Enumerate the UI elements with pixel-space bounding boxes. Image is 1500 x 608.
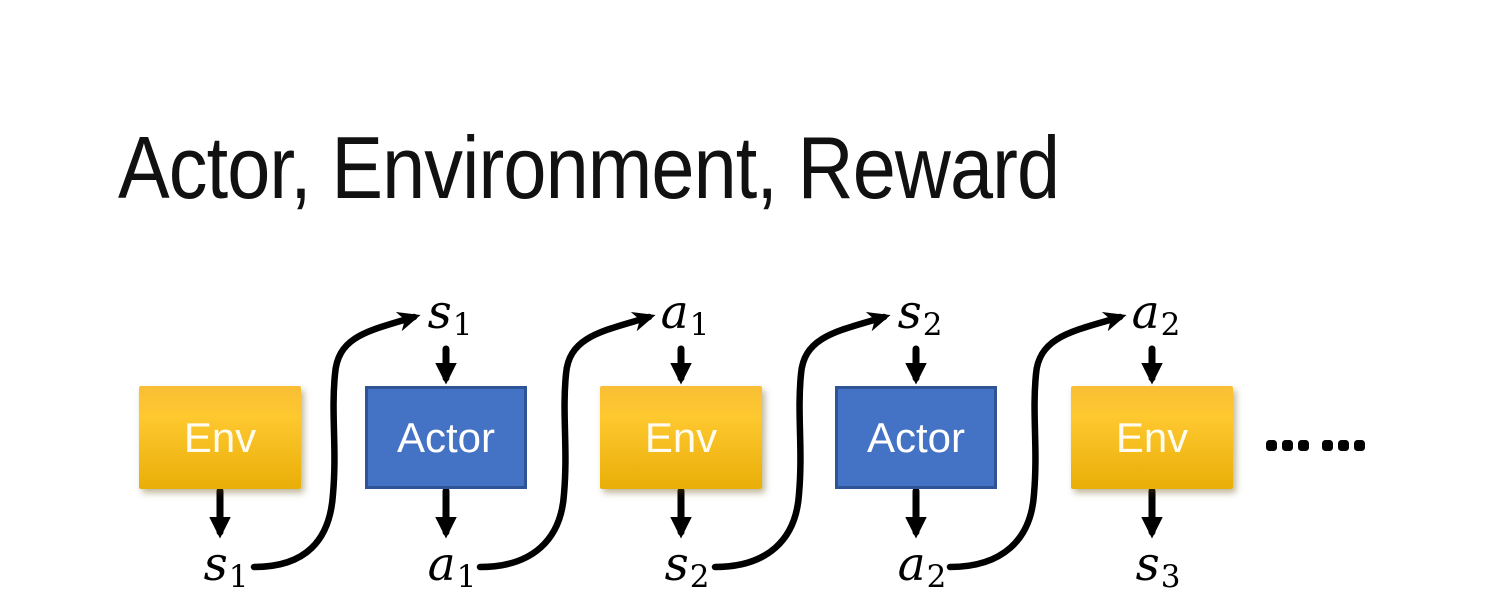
slide-title: Actor, Environment, Reward [118,118,1060,217]
math-subscript: 1 [228,558,249,595]
curve-s1 [250,312,421,571]
ellipsis-dot [1354,440,1365,451]
math-var: s [664,537,689,592]
label-s2-top: s2 [898,289,943,341]
ellipsis-dots [1266,440,1370,451]
ellipsis-dot [1338,440,1349,451]
label-s3-bottom: s3 [1136,541,1181,593]
math-var: a [427,537,456,592]
actor-box-2: Actor [835,386,997,489]
label-a1-bottom: a1 [428,541,477,593]
math-subscript: 1 [456,558,477,595]
curve-s2 [711,312,891,571]
curve-a2 [946,312,1127,571]
box-label: Actor [396,413,496,461]
math-var: s [897,285,922,340]
math-var: s [1135,537,1160,592]
label-s2-bottom: s2 [665,541,710,593]
math-subscript: 1 [452,306,473,343]
curve-a1 [476,312,656,571]
ellipsis-dot [1322,440,1333,451]
ellipsis-dot [1298,440,1309,451]
math-var: a [660,285,689,340]
label-s1-top: s1 [428,289,473,341]
math-subscript: 2 [689,558,710,595]
box-label: Env [183,413,257,461]
env-box-1: Env [139,386,301,489]
math-var: s [203,537,228,592]
math-var: a [1131,285,1160,340]
box-label: Actor [866,413,966,461]
math-var: s [427,285,452,340]
env-box-2: Env [600,386,762,489]
box-label: Env [644,413,718,461]
math-var: a [897,537,926,592]
math-subscript: 2 [922,306,943,343]
math-subscript: 2 [1160,306,1181,343]
math-subscript: 3 [1160,558,1181,595]
label-a2-bottom: a2 [898,541,947,593]
math-subscript: 2 [926,558,947,595]
label-a2-top: a2 [1132,289,1181,341]
label-s1-bottom: s1 [204,541,249,593]
ellipsis-dot [1266,440,1277,451]
env-box-3: Env [1071,386,1233,489]
ellipsis-dot [1282,440,1293,451]
box-label: Env [1115,413,1189,461]
math-subscript: 1 [689,306,710,343]
actor-box-1: Actor [365,386,527,489]
label-a1-top: a1 [661,289,710,341]
